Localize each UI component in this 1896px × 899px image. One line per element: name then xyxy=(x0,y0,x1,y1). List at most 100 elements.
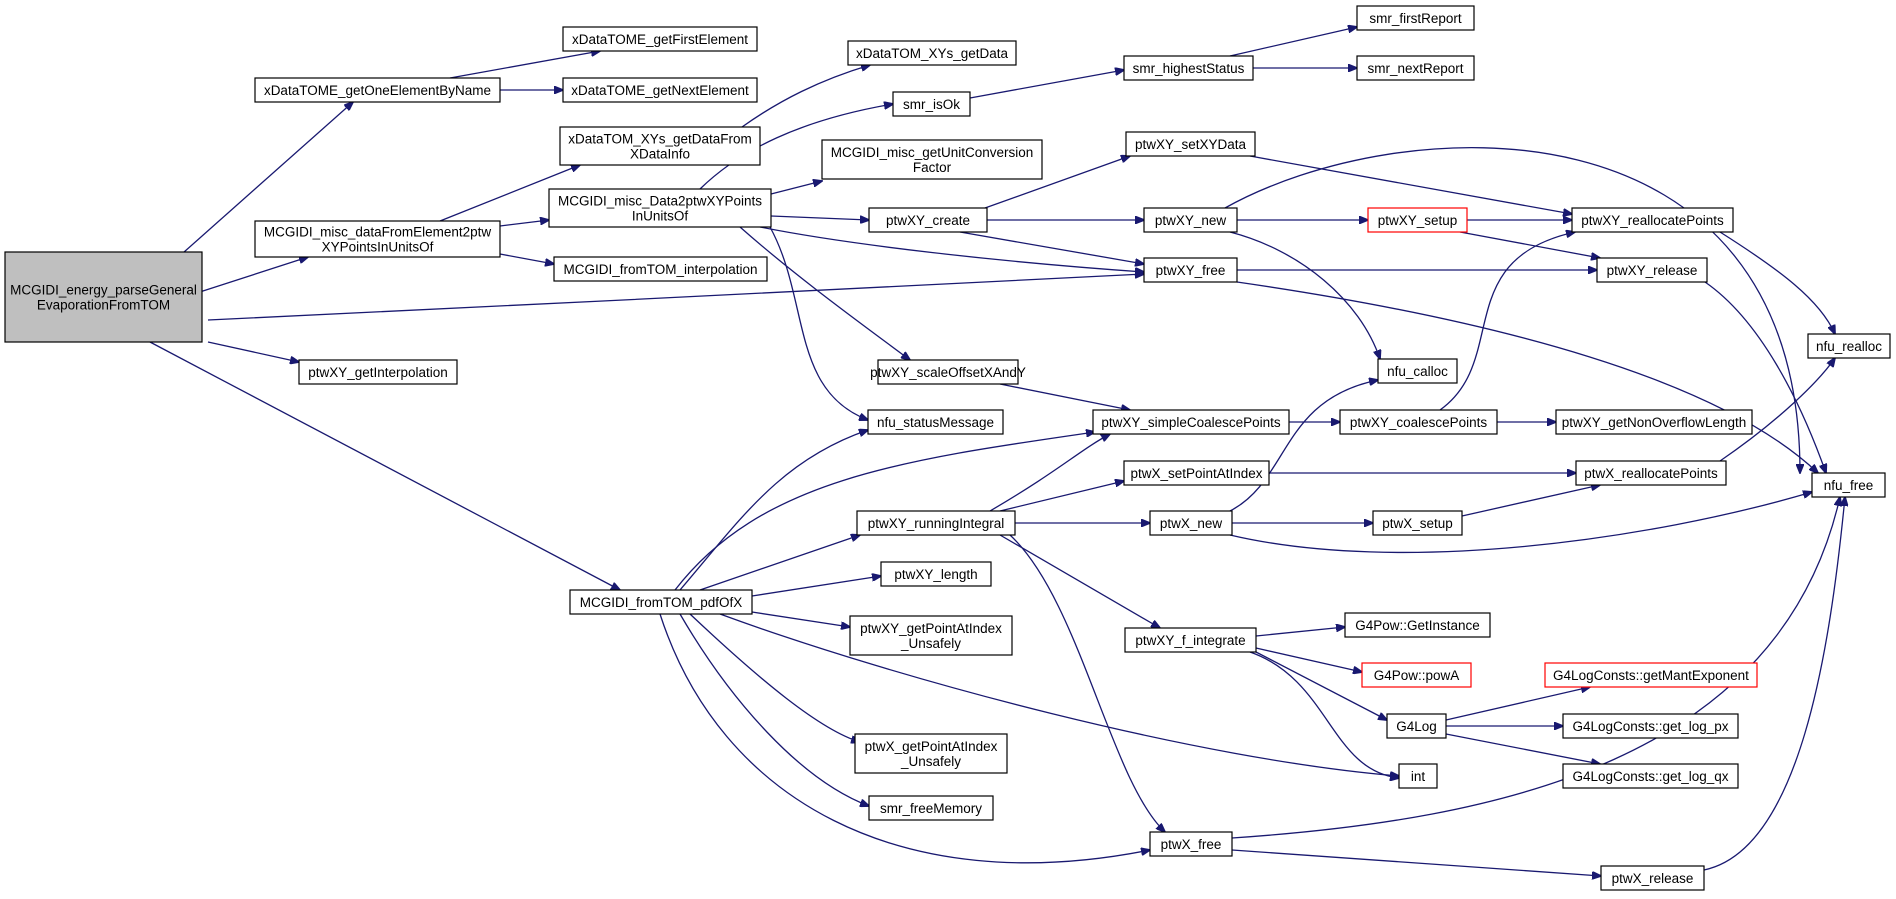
node-ptwX_reallocatePoints[interactable]: ptwX_reallocatePoints xyxy=(1575,460,1727,486)
edge-xys_getDataFromXDataInfo-to-xys_getData xyxy=(741,65,870,128)
edge-ptwXY_new-to-nfu_free xyxy=(1224,147,1800,473)
node-ptwXY_length[interactable]: ptwXY_length xyxy=(880,561,992,587)
edge-ptwXY_new-to-nfu_calloc xyxy=(1229,231,1380,359)
node-ptwX_release[interactable]: ptwX_release xyxy=(1600,865,1705,891)
node-box xyxy=(1361,662,1472,688)
node-ptwX_free[interactable]: ptwX_free xyxy=(1149,831,1233,857)
node-label: smr_isOk xyxy=(903,97,960,112)
node-box xyxy=(1149,831,1233,857)
node-box xyxy=(1562,713,1739,739)
node-label: G4LogConsts::getMantExponent xyxy=(1553,668,1749,683)
node-label: ptwXY_setup xyxy=(1378,213,1458,228)
node-ptwX_setup[interactable]: ptwX_setup xyxy=(1372,510,1463,536)
node-label: MCGIDI_fromTOM_interpolation xyxy=(563,262,757,277)
node-box xyxy=(254,77,501,103)
node-smr_firstReport[interactable]: smr_firstReport xyxy=(1356,5,1475,31)
node-smr_nextReport[interactable]: smr_nextReport xyxy=(1356,55,1475,81)
node-ptwXY_reallocatePoints[interactable]: ptwXY_reallocatePoints xyxy=(1571,207,1734,233)
node-ptwXY_release[interactable]: ptwXY_release xyxy=(1596,257,1708,283)
node-label: XYPointsInUnitsOf xyxy=(322,240,434,255)
edge-getOneElementByName-to-getFirstElement xyxy=(449,51,600,79)
node-label: nfu_calloc xyxy=(1387,364,1448,379)
node-G4Log[interactable]: G4Log xyxy=(1386,713,1447,739)
node-label: EvaporationFromTOM xyxy=(37,298,170,313)
node-ptwXY_setXYData[interactable]: ptwXY_setXYData xyxy=(1125,131,1256,157)
node-ptwXY_free[interactable]: ptwXY_free xyxy=(1143,257,1238,283)
edge-root-to-fromTOM_pdfOfX xyxy=(149,341,620,590)
node-box xyxy=(1544,662,1758,688)
node-box xyxy=(1571,207,1734,233)
node-ptwXY_getNonOverflowLength[interactable]: ptwXY_getNonOverflowLength xyxy=(1555,409,1753,435)
node-nfu_free[interactable]: nfu_free xyxy=(1811,472,1886,498)
node-label: InUnitsOf xyxy=(632,209,689,224)
edge-root-to-ptwXY_getInterpolation xyxy=(207,341,299,362)
node-smr_freeMemory[interactable]: smr_freeMemory xyxy=(868,795,994,821)
node-ptwXY_simpleCoalescePoints[interactable]: ptwXY_simpleCoalescePoints xyxy=(1092,409,1290,435)
node-label: G4Pow::GetInstance xyxy=(1355,618,1480,633)
node-box xyxy=(1811,472,1886,498)
node-ptwXY_getInterpolation[interactable]: ptwXY_getInterpolation xyxy=(298,359,458,385)
node-nfu_calloc[interactable]: nfu_calloc xyxy=(1377,358,1458,384)
node-G4LogConsts_get_log_qx[interactable]: G4LogConsts::get_log_qx xyxy=(1562,763,1739,789)
node-label: ptwXY_free xyxy=(1156,263,1226,278)
node-label: _Unsafely xyxy=(900,754,961,769)
node-root[interactable]: MCGIDI_energy_parseGeneralEvaporationFro… xyxy=(4,251,203,343)
node-ptwXY_getPointAtIndex_Unsafely[interactable]: ptwXY_getPointAtIndex_Unsafely xyxy=(849,615,1013,656)
node-box xyxy=(1092,409,1290,435)
node-label: xDataTOM_XYs_getDataFrom xyxy=(568,132,752,147)
node-ptwXY_scaleOffsetXAndY[interactable]: ptwXY_scaleOffsetXAndY xyxy=(870,359,1026,385)
node-getOneElementByName[interactable]: xDataTOME_getOneElementByName xyxy=(254,77,501,103)
node-ptwXY_create[interactable]: ptwXY_create xyxy=(868,207,988,233)
node-ptwX_getPointAtIndex_Unsafely[interactable]: ptwX_getPointAtIndex_Unsafely xyxy=(854,733,1008,774)
node-box xyxy=(1125,131,1256,157)
node-ptwXY_coalescePoints[interactable]: ptwXY_coalescePoints xyxy=(1339,409,1498,435)
node-G4LogConsts_getMantExponent[interactable]: G4LogConsts::getMantExponent xyxy=(1544,662,1758,688)
node-label: ptwXY_new xyxy=(1155,213,1227,228)
node-box xyxy=(1377,358,1458,384)
node-label: MCGIDI_fromTOM_pdfOfX xyxy=(580,595,743,610)
node-label: XDataInfo xyxy=(630,147,690,162)
node-fromTOM_pdfOfX[interactable]: MCGIDI_fromTOM_pdfOfX xyxy=(569,589,753,615)
node-ptwXY_f_integrate[interactable]: ptwXY_f_integrate xyxy=(1124,627,1257,653)
node-box xyxy=(562,77,758,103)
edge-dataFromElement-to-data2ptwXY xyxy=(499,220,549,227)
node-nfu_statusMessage[interactable]: nfu_statusMessage xyxy=(867,409,1004,435)
node-getNextElement[interactable]: xDataTOME_getNextElement xyxy=(562,77,758,103)
edge-data2ptwXY-to-ptwXY_scaleOffsetXAndY xyxy=(739,226,910,360)
edge-ptwXY_setXYData-to-ptwXY_reallocatePoints xyxy=(1249,155,1572,214)
node-box xyxy=(1143,207,1238,233)
node-G4Pow_GetInstance[interactable]: G4Pow::GetInstance xyxy=(1344,612,1491,638)
node-label: _Unsafely xyxy=(900,636,961,651)
node-ptwXY_setup[interactable]: ptwXY_setup xyxy=(1367,207,1468,233)
node-G4LogConsts_get_log_px[interactable]: G4LogConsts::get_log_px xyxy=(1562,713,1739,739)
node-ptwX_new[interactable]: ptwX_new xyxy=(1149,510,1233,536)
node-box xyxy=(821,139,1043,180)
node-getFirstElement[interactable]: xDataTOME_getFirstElement xyxy=(562,26,758,52)
edge-ptwXY_release-to-nfu_free xyxy=(1704,281,1826,473)
node-box xyxy=(298,359,458,385)
node-ptwXY_new[interactable]: ptwXY_new xyxy=(1143,207,1238,233)
node-fromTOM_interpolation[interactable]: MCGIDI_fromTOM_interpolation xyxy=(553,256,768,282)
node-int[interactable]: int xyxy=(1398,763,1438,789)
node-ptwXY_runningIntegral[interactable]: ptwXY_runningIntegral xyxy=(856,510,1016,536)
node-G4Pow_powA[interactable]: G4Pow::powA xyxy=(1361,662,1472,688)
node-label: G4LogConsts::get_log_qx xyxy=(1572,769,1728,784)
node-nfu_realloc[interactable]: nfu_realloc xyxy=(1807,333,1891,359)
edge-fromTOM_pdfOfX-to-ptwXY_simpleCoalescePoints xyxy=(674,432,1095,591)
node-smr_isOk[interactable]: smr_isOk xyxy=(892,91,971,117)
edge-fromTOM_pdfOfX-to-smr_freeMemory xyxy=(679,613,869,806)
node-box xyxy=(553,256,768,282)
edge-ptwX_new-to-nfu_free xyxy=(1229,492,1812,554)
node-xys_getData[interactable]: xDataTOM_XYs_getData xyxy=(847,40,1017,66)
edge-ptwXY_runningIntegral-to-ptwX_setPointAtIndex xyxy=(999,481,1124,512)
node-box xyxy=(1149,510,1233,536)
node-dataFromElement[interactable]: MCGIDI_misc_dataFromElement2ptwXYPointsI… xyxy=(254,220,501,258)
node-ptwX_setPointAtIndex[interactable]: ptwX_setPointAtIndex xyxy=(1123,460,1270,486)
node-label: ptwXY_f_integrate xyxy=(1135,633,1245,648)
node-label: xDataTOM_XYs_getData xyxy=(856,46,1009,61)
node-smr_highestStatus[interactable]: smr_highestStatus xyxy=(1123,55,1254,81)
node-label: ptwXY_create xyxy=(886,213,970,228)
